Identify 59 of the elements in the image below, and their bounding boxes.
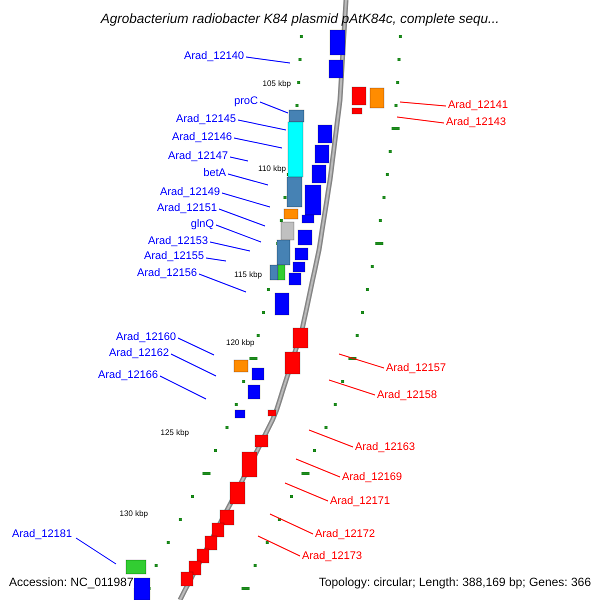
leader-line bbox=[210, 242, 250, 252]
gene-label: Arad_12173 bbox=[302, 551, 362, 562]
leader-line bbox=[218, 208, 266, 226]
leader-line bbox=[178, 338, 214, 356]
gene-label: Arad_12166 bbox=[98, 370, 158, 381]
gene-label: Arad_12157 bbox=[386, 363, 446, 374]
leader-line bbox=[258, 536, 300, 556]
leader-line bbox=[296, 458, 340, 478]
gene-label: Arad_12153 bbox=[148, 236, 208, 247]
gene-label: Arad_12145 bbox=[176, 114, 236, 125]
gene-label: glnQ bbox=[190, 219, 214, 230]
scale-label: 130 kbp bbox=[120, 510, 148, 518]
gene-label: Arad_12158 bbox=[377, 390, 437, 401]
leader-line bbox=[228, 174, 268, 186]
gene-label: Arad_12171 bbox=[330, 496, 390, 507]
leader-line bbox=[308, 430, 354, 448]
leader-line bbox=[284, 482, 328, 502]
leader-line bbox=[206, 258, 226, 262]
gene-label: betA bbox=[203, 168, 226, 179]
gene-label: Arad_12147 bbox=[168, 151, 228, 162]
scale-label: 120 kbp bbox=[226, 339, 254, 347]
leader-line bbox=[234, 138, 282, 148]
gene-label: Arad_12172 bbox=[315, 529, 375, 540]
gene-label: Arad_12155 bbox=[144, 251, 204, 262]
info-text: Accession: NC_011987 bbox=[9, 576, 134, 588]
gene-label: Arad_12140 bbox=[184, 51, 244, 62]
diagram-title: Agrobacterium radiobacter K84 plasmid pAtK84c, complete sequ... bbox=[99, 12, 500, 26]
scale-label: 115 kbp bbox=[234, 271, 262, 279]
leader-line bbox=[76, 538, 116, 564]
scale-label: 105 kbp bbox=[262, 80, 291, 88]
gene-label: Arad_12160 bbox=[116, 332, 176, 343]
leader-line bbox=[222, 192, 270, 208]
gene-label: Arad_12162 bbox=[109, 348, 169, 359]
leader-line bbox=[170, 354, 216, 376]
info-text: Topology: circular; Length: 388,169 bp; Genes: 366 bbox=[318, 576, 591, 588]
leader-line bbox=[338, 354, 384, 368]
gene-label: Arad_12141 bbox=[448, 100, 508, 111]
scale-label: 110 kbp bbox=[258, 165, 286, 173]
leader-line bbox=[238, 120, 286, 130]
leader-line bbox=[160, 376, 206, 400]
gene-label: Arad_12146 bbox=[172, 132, 232, 143]
leader-line bbox=[246, 56, 290, 64]
leader-line bbox=[198, 274, 246, 292]
scale-label: 125 kbp bbox=[160, 429, 189, 437]
gene-label: Arad_12181 bbox=[12, 529, 72, 540]
gene-label: Arad_12169 bbox=[342, 472, 402, 483]
leader-line bbox=[260, 102, 288, 114]
leader-line bbox=[328, 380, 376, 396]
leader-line bbox=[216, 224, 262, 242]
gene-label: Arad_12151 bbox=[157, 203, 217, 214]
gene-label: Arad_12143 bbox=[446, 117, 506, 128]
leader-line bbox=[396, 116, 444, 124]
gene-label: Arad_12163 bbox=[355, 442, 415, 453]
leader-line bbox=[230, 156, 248, 162]
gene-label: Arad_12156 bbox=[137, 268, 197, 279]
leader-line bbox=[270, 514, 314, 534]
leader-line bbox=[400, 102, 446, 106]
gene-label: Arad_12149 bbox=[160, 187, 220, 198]
gene-label: proC bbox=[234, 96, 258, 107]
